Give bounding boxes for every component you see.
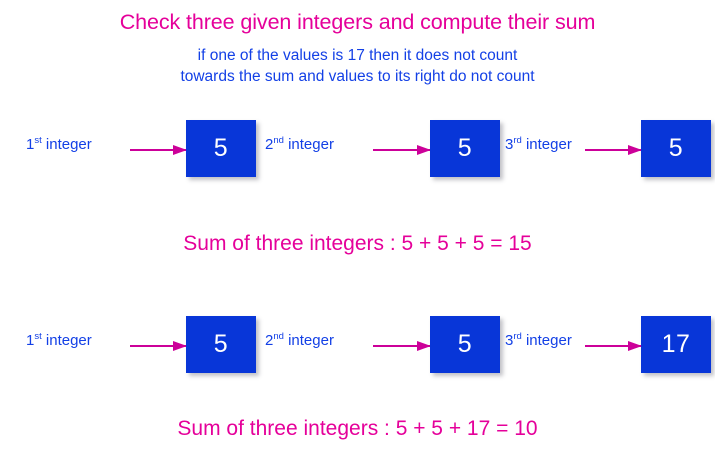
label-rest: integer	[521, 332, 572, 349]
integer-box-2-2[interactable]: 5	[430, 316, 500, 373]
arrow-right-icon	[130, 145, 187, 155]
integer-box-1-1[interactable]: 5	[186, 120, 256, 177]
arrow-right-icon	[585, 341, 642, 351]
integer-label-1-2: 2nd integer	[265, 135, 334, 153]
integer-row-example-2: 1st integer 5 2nd integer 5 3rd integer	[0, 316, 715, 382]
integer-label-2-1: 1st integer	[26, 331, 92, 349]
label-rest: integer	[283, 136, 334, 153]
integer-row-example-1: 1st integer 5 2nd integer 5 3rd integer	[0, 120, 715, 186]
arrow-shaft	[373, 345, 430, 347]
ordinal-number: 1	[26, 136, 35, 153]
integer-value: 5	[668, 134, 684, 162]
arrow-shaft	[585, 345, 641, 347]
ordinal-number: 2	[265, 136, 274, 153]
arrow-shaft	[585, 149, 641, 151]
integer-value: 5	[457, 330, 473, 358]
arrow-right-icon	[373, 145, 431, 155]
integer-label-1-1: 1st integer	[26, 135, 92, 153]
integer-value: 5	[213, 330, 229, 358]
integer-label-2-3: 3rd integer	[505, 331, 572, 349]
integer-box-2-3[interactable]: 17	[641, 316, 711, 373]
arrow-right-icon	[585, 145, 642, 155]
integer-value: 17	[661, 330, 691, 358]
integer-group-2-2: 2nd integer 5	[265, 316, 500, 382]
ordinal-suffix: rd	[513, 331, 522, 342]
integer-label-1-3: 3rd integer	[505, 135, 572, 153]
arrow-shaft	[130, 345, 186, 347]
sum-result-1: Sum of three integers : 5 + 5 + 5 = 15	[183, 232, 532, 255]
integer-value: 5	[213, 134, 229, 162]
integer-group-2-1: 1st integer 5	[26, 316, 256, 382]
arrow-head	[417, 145, 431, 155]
integer-group-2-3: 3rd integer 17	[505, 316, 711, 382]
ordinal-number: 2	[265, 332, 274, 349]
integer-box-1-3[interactable]: 5	[641, 120, 711, 177]
page-title: Check three given integers and compute t…	[119, 10, 596, 34]
sum-result-2: Sum of three integers : 5 + 5 + 17 = 10	[177, 417, 538, 440]
arrow-head	[628, 145, 642, 155]
arrow-head	[173, 341, 187, 351]
arrow-right-icon	[373, 341, 431, 351]
ordinal-suffix: st	[34, 135, 42, 146]
label-rest: integer	[41, 332, 92, 349]
integer-box-1-2[interactable]: 5	[430, 120, 500, 177]
integer-group-1-3: 3rd integer 5	[505, 120, 711, 186]
ordinal-suffix: rd	[513, 135, 522, 146]
ordinal-suffix: nd	[273, 135, 284, 146]
ordinal-number: 3	[505, 136, 514, 153]
label-rest: integer	[283, 332, 334, 349]
ordinal-number: 3	[505, 332, 514, 349]
integer-value: 5	[457, 134, 473, 162]
integer-box-2-1[interactable]: 5	[186, 316, 256, 373]
integer-group-1-2: 2nd integer 5	[265, 120, 500, 186]
integer-group-1-1: 1st integer 5	[26, 120, 256, 186]
arrow-head	[417, 341, 431, 351]
arrow-shaft	[373, 149, 430, 151]
arrow-head	[173, 145, 187, 155]
subtitle-line-1: if one of the values is 17 then it does …	[197, 47, 518, 64]
subtitle-line-2: towards the sum and values to its right …	[180, 68, 535, 85]
integer-label-2-2: 2nd integer	[265, 331, 334, 349]
ordinal-number: 1	[26, 332, 35, 349]
arrow-shaft	[130, 149, 186, 151]
label-rest: integer	[521, 136, 572, 153]
label-rest: integer	[41, 136, 92, 153]
arrow-right-icon	[130, 341, 187, 351]
arrow-head	[628, 341, 642, 351]
ordinal-suffix: nd	[273, 331, 284, 342]
ordinal-suffix: st	[34, 331, 42, 342]
